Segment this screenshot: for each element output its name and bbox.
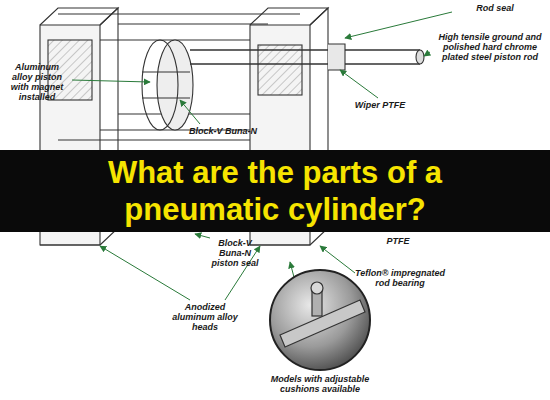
part-label: PTFE <box>378 236 418 246</box>
part-label: Teflon® impregnated rod bearing <box>355 268 445 288</box>
part-label: High tensile ground and polished hard ch… <box>434 32 546 62</box>
part-label: Wiper PTFE <box>350 100 410 110</box>
part-label: Aluminum alloy piston with magnet instal… <box>4 62 70 102</box>
part-label: Rod seal <box>455 3 535 13</box>
title-banner: What are the parts of a pneumatic cylind… <box>0 150 550 232</box>
part-label: Block-V Buna-N piston seal <box>205 238 265 268</box>
title-text: What are the parts of a pneumatic cylind… <box>40 154 510 228</box>
part-label: Models with adjustable cushions availabl… <box>260 374 380 394</box>
part-label: Anodized aluminum alloy heads <box>170 302 240 332</box>
part-label: Block-V Buna-N <box>188 126 258 136</box>
